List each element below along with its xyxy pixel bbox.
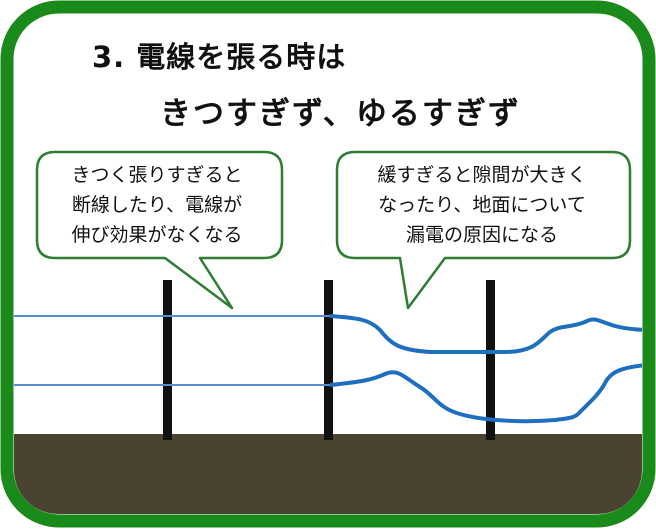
bubble-right-line: 漏電の原因になる [405, 224, 558, 246]
fence-post-2 [324, 280, 333, 440]
speech-bubble-left-text: きつく張りすぎると 断線したり、電線が 伸び効果がなくなる [44, 160, 270, 250]
ground [14, 434, 642, 514]
speech-bubble-left [35, 150, 284, 310]
fence-post-1 [163, 280, 172, 440]
fence-post-3 [486, 280, 495, 440]
page-title: 3. 電線を張る時は [92, 40, 347, 74]
speech-bubble-right [335, 150, 632, 310]
page-subtitle: きつすぎず、ゆるすぎず [160, 96, 521, 132]
bubble-right-line: 緩すぎると隙間が大きく [377, 164, 587, 186]
speech-bubble-right-text: 緩すぎると隙間が大きく なったり、地面について 漏電の原因になる [344, 160, 620, 250]
bubble-left-line: 伸び効果がなくなる [71, 224, 243, 246]
bubble-right-line: なったり、地面について [378, 194, 586, 216]
loose-wire-lower [329, 362, 642, 424]
loose-wire-upper [329, 314, 642, 354]
bubble-left-line: 断線したり、電線が [71, 194, 243, 216]
bubble-left-line: きつく張りすぎると [71, 164, 243, 186]
